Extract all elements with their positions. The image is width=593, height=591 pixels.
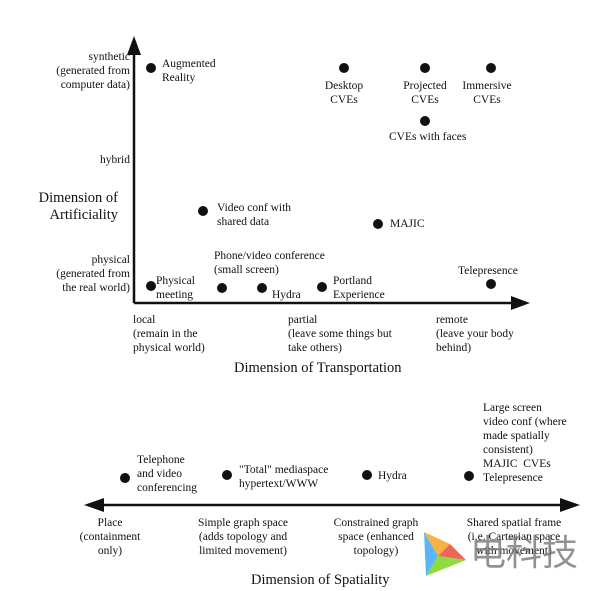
point-telepresence-top (486, 279, 496, 289)
x-tick-local: local (remain in the physical world) (133, 314, 205, 354)
x-tick-remote: remote (leave your body behind) (436, 314, 514, 354)
label-phone-video-conference: Phone/video conference (small screen) (214, 250, 325, 276)
point-majic (373, 219, 383, 229)
y-tick-hybrid: hybrid (99, 154, 130, 166)
label-desktop-cves: Desktop CVEs (324, 80, 364, 106)
artificiality-axis-arrow (127, 36, 141, 55)
point-telephone-video (120, 473, 130, 483)
point-shared-spatial (464, 471, 474, 481)
label-video-conf-shared-data: Video conf with shared data (217, 202, 292, 228)
bottom-chart-axis (84, 498, 580, 512)
x-tick-partial: partial (leave some things but take othe… (288, 314, 392, 354)
label-immersive-cves: Immersive CVEs (462, 80, 512, 106)
point-cves-with-faces (420, 116, 430, 126)
point-video-conf-shared-data (198, 206, 208, 216)
watermark-logo-icon (424, 532, 466, 576)
spatial-tick-shared-frame: Shared spatial frame (i.e. Cartesian spa… (466, 517, 562, 557)
label-hydra-top: Hydra (272, 289, 301, 301)
label-projected-cves: Projected CVEs (403, 80, 447, 106)
spatial-tick-constrained-graph: Constrained graph space (enhanced topolo… (333, 517, 419, 557)
spatiality-axis-right-arrow (560, 498, 580, 512)
label-physical-meeting: Physical meeting (156, 275, 195, 301)
point-immersive-cves (486, 63, 496, 73)
label-augmented-reality: Augmented Reality (162, 58, 216, 84)
y-tick-physical: physical (generated from the real world) (56, 254, 130, 294)
point-portland-experience (317, 282, 327, 292)
watermark-text: 电科技 (470, 533, 579, 574)
point-augmented-reality (146, 63, 156, 73)
top-chart-axes (127, 36, 530, 310)
point-total-mediaspace (222, 470, 232, 480)
point-projected-cves (420, 63, 430, 73)
spatial-tick-simple-graph: Simple graph space (adds topology and li… (197, 517, 289, 557)
spatiality-axis-title: Dimension of Spatiality (251, 572, 390, 588)
spatial-tick-place: Place (containment only) (79, 517, 141, 557)
point-physical-meeting (146, 281, 156, 291)
spatiality-axis-left-arrow (84, 498, 104, 512)
label-majic: MAJIC (390, 218, 425, 230)
label-cves-with-faces: CVEs with faces (389, 131, 467, 143)
label-portland-experience: Portland Experience (333, 275, 385, 301)
label-large-screen-video-conf: Large screen video conf (where made spat… (483, 402, 567, 484)
transportation-axis-arrow (511, 296, 530, 310)
label-telephone-video: Telephone and video conferencing (137, 454, 198, 494)
label-telepresence-top: Telepresence (458, 265, 518, 277)
point-hydra-bottom (362, 470, 372, 480)
x-axis-title: Dimension of Transportation (234, 360, 402, 376)
y-tick-synthetic: synthetic (generated from computer data) (56, 51, 130, 91)
label-hydra-bottom: Hydra (378, 470, 407, 482)
y-axis-title: Dimension of Artificiality (38, 190, 118, 223)
point-phone-video-conference (217, 283, 227, 293)
point-hydra-top (257, 283, 267, 293)
point-desktop-cves (339, 63, 349, 73)
label-total-mediaspace: "Total" mediaspace hypertext/WWW (239, 464, 329, 490)
